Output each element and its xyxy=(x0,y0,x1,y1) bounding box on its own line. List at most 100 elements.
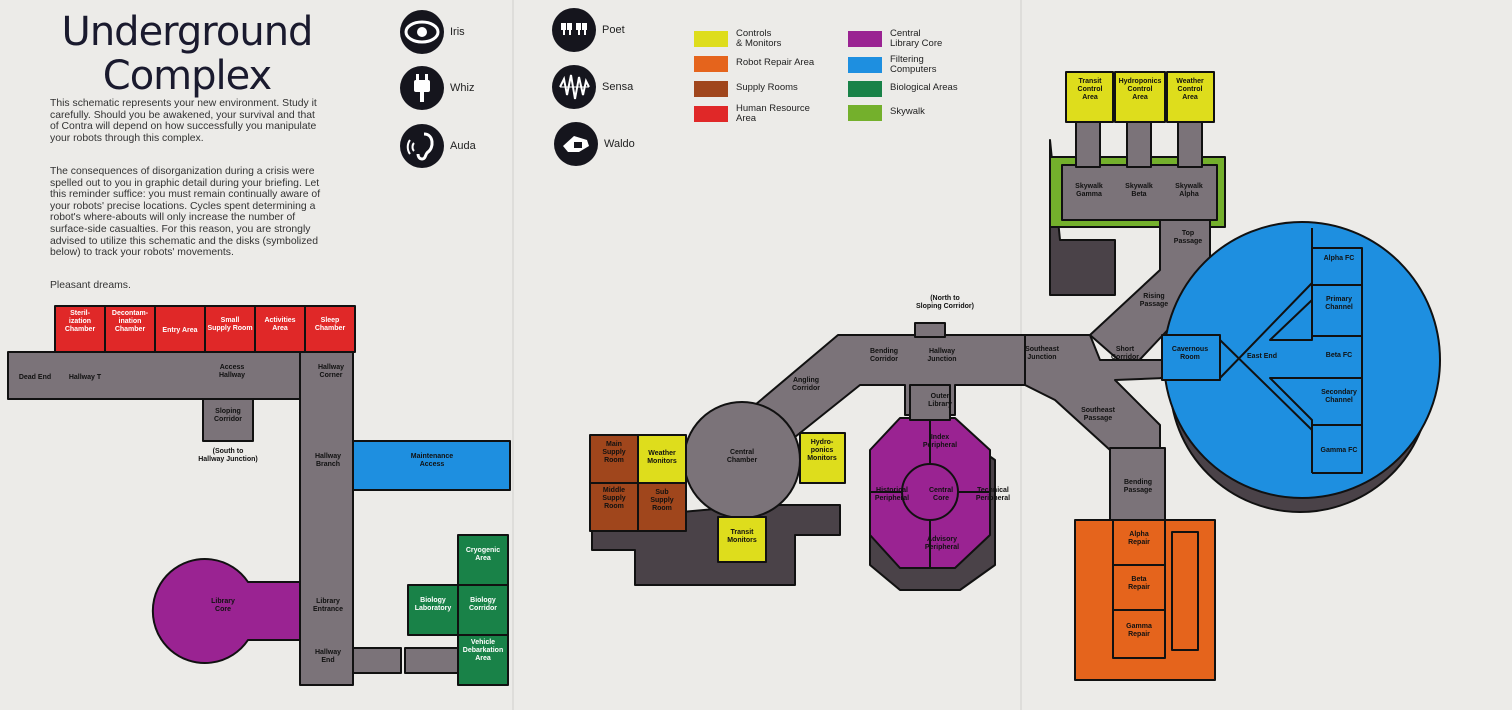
transit-control-area xyxy=(1065,71,1114,123)
legend-item: Controls & Monitors xyxy=(694,29,781,49)
intro-paragraph: Pleasant dreams. xyxy=(50,280,131,291)
middle-supply-room xyxy=(589,482,639,532)
maintenance-access-room xyxy=(352,440,511,491)
legend-label: Filtering Computers xyxy=(890,54,937,75)
legend-item: Skywalk xyxy=(848,105,925,121)
room-label-alpha-fc: Alpha FC xyxy=(1324,255,1355,262)
alpha-repair xyxy=(1112,519,1166,566)
repair-bay xyxy=(1171,531,1199,651)
room-label-dead-end: Dead End xyxy=(19,374,51,381)
agent-poet: Poet xyxy=(552,8,625,52)
plug-icon xyxy=(400,66,444,110)
agent-name: Auda xyxy=(450,140,476,152)
vehicle-spur xyxy=(404,647,461,674)
legend-label: Controls & Monitors xyxy=(736,28,782,49)
legend-swatch xyxy=(848,57,882,73)
sterilization-chamber xyxy=(54,305,106,353)
agent-auda: Auda xyxy=(400,124,476,168)
legend-label: Skywalk xyxy=(890,106,925,117)
weather-control-area xyxy=(1166,71,1215,123)
west-wing xyxy=(7,305,511,686)
cavernous-room xyxy=(1161,334,1221,381)
library-core-west xyxy=(151,558,301,664)
agent-whiz: Whiz xyxy=(400,66,474,110)
vehicle-debarkation-area xyxy=(457,634,509,686)
eye-icon xyxy=(400,10,444,54)
legend-label: Biological Areas xyxy=(890,82,958,93)
agent-name: Waldo xyxy=(604,138,635,150)
hallway-end-spur xyxy=(352,647,402,674)
legend-item: Supply Rooms xyxy=(694,81,798,97)
north-stub xyxy=(914,322,946,338)
room-label-beta-fc: Beta FC xyxy=(1326,352,1352,359)
sub-supply-room xyxy=(637,482,687,532)
legend-item: Human Resource Area xyxy=(694,104,810,124)
decontamination-chamber xyxy=(104,305,156,353)
agent-name: Whiz xyxy=(450,82,475,94)
title-line: Complex xyxy=(102,53,272,99)
waveform-icon xyxy=(552,65,596,109)
legend-item: Biological Areas xyxy=(848,81,958,97)
control-connector xyxy=(1177,121,1203,168)
title-line: Underground xyxy=(61,9,314,55)
legend-swatch xyxy=(848,105,882,121)
agent-name: Iris xyxy=(450,26,465,38)
bending-passage-room xyxy=(1109,447,1166,521)
ear-icon xyxy=(400,124,444,168)
angling-corridor-shape xyxy=(754,334,1026,446)
legend-swatch xyxy=(848,31,882,47)
room-label-east-end: East End xyxy=(1247,353,1277,360)
room-label-gamma-fc: Gamma FC xyxy=(1321,447,1358,454)
legend-swatch xyxy=(848,81,882,97)
legend-label: Robot Repair Area xyxy=(736,57,815,68)
central-section xyxy=(589,322,1026,591)
east-wing xyxy=(1024,71,1441,681)
beta-repair xyxy=(1112,564,1166,611)
transit-monitors-room xyxy=(717,516,767,563)
agent-name: Sensa xyxy=(602,81,634,93)
legend-item: Central Library Core xyxy=(848,29,942,49)
gamma-repair xyxy=(1112,609,1166,659)
control-connector xyxy=(1075,121,1101,168)
control-connector xyxy=(1126,121,1152,168)
agent-name: Poet xyxy=(602,24,625,36)
